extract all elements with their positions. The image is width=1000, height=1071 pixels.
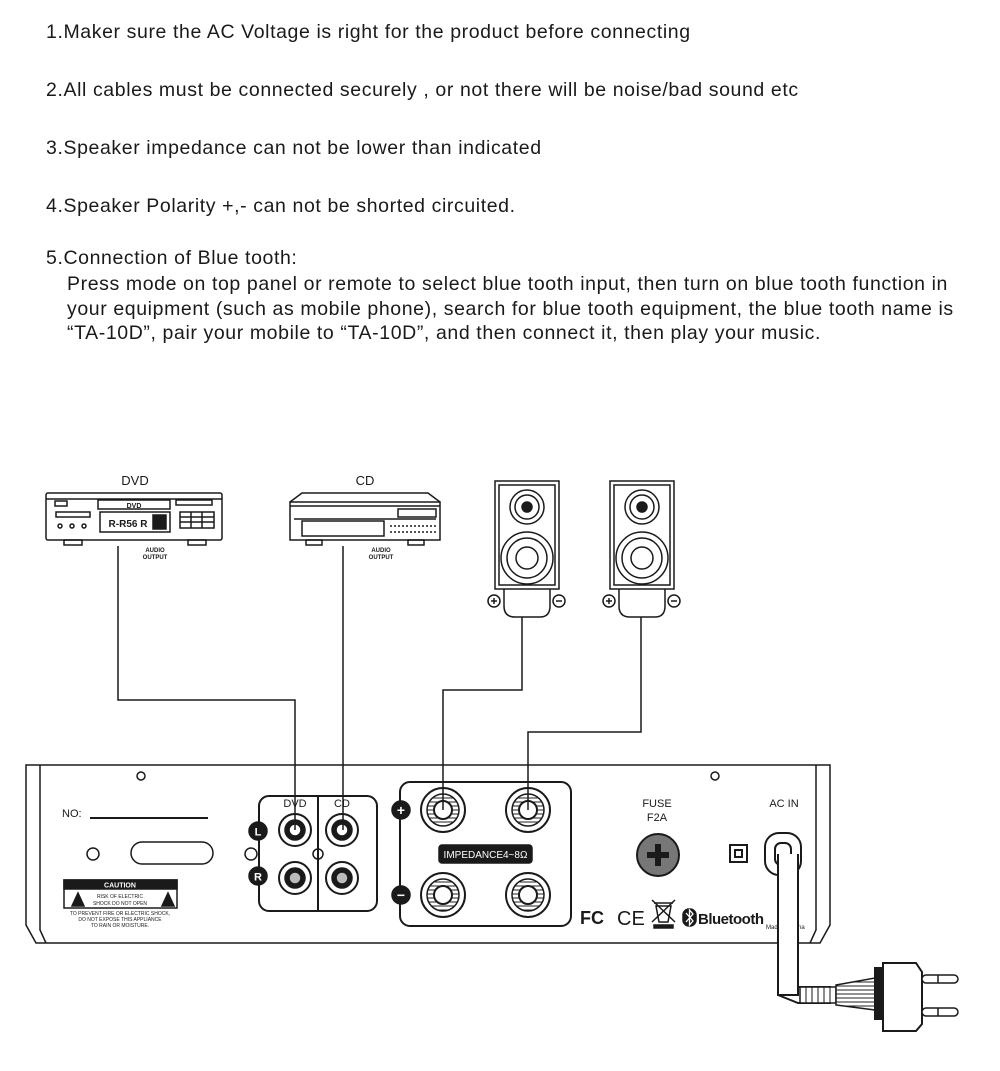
cables (117, 546, 642, 830)
weee-bin-icon (651, 899, 676, 929)
cd-player: CD AUDIO OUTPUT (289, 473, 441, 561)
left-channel-badge (248, 821, 268, 841)
caution-title: CAUTION (104, 883, 136, 890)
note-2: 2.All cables must be connected securely … (46, 79, 799, 101)
rca-jack-cd-left (325, 813, 359, 847)
input-cd-label: CD (334, 798, 350, 810)
ac-in-label: AC IN (769, 798, 798, 810)
dvd-model: R-R56 R (109, 519, 149, 530)
cd-audio-label: AUDIO (371, 548, 391, 554)
caution-text-1: TO PREVENT FIRE OR ELECTRIC SHOCK, (70, 911, 170, 917)
terminal-left-minus (420, 872, 466, 918)
note-1: 1.Maker sure the AC Voltage is right for… (46, 21, 691, 43)
caution-text-2: DO NOT EXPOSE THIS APPLIANCE (78, 917, 162, 923)
cable-speaker-right (527, 617, 642, 810)
dvd-title: DVD (121, 473, 148, 488)
right-channel-label: R (254, 872, 262, 884)
note-5-body: Press mode on top panel or remote to sel… (67, 273, 954, 344)
right-channel-badge (248, 866, 268, 886)
left-channel-label: L (255, 827, 262, 839)
note-3: 3.Speaker impedance can not be lower tha… (46, 137, 542, 159)
cable-dvd (117, 546, 296, 830)
power-cord (777, 854, 959, 1032)
double-insulation-icon (729, 844, 748, 863)
note-4: 4.Speaker Polarity +,- can not be shorte… (46, 195, 516, 217)
caution-line-1: RISK OF ELECTRIC (97, 894, 144, 900)
fuse-holder (636, 833, 680, 877)
terminal-plus-label: + (397, 802, 405, 818)
dvd-output-label: OUTPUT (143, 555, 168, 561)
fc-mark: FC (580, 908, 604, 928)
cable-speaker-left (442, 617, 523, 810)
dvd-audio-label: AUDIO (145, 548, 165, 554)
impedance-label: IMPEDANCE4~8Ω (444, 850, 528, 861)
terminal-minus-label: − (397, 887, 405, 903)
dvd-player: DVD DVD R-R56 R AUDIO OUTPUT (45, 473, 223, 561)
serial-label: NO: (62, 808, 82, 820)
cd-output-label: OUTPUT (369, 555, 394, 561)
note-5-heading: 5.Connection of Blue tooth: (46, 247, 298, 269)
ce-mark: CE (617, 908, 645, 930)
fuse-rating: F2A (647, 812, 668, 824)
dvd-badge: DVD (127, 503, 142, 510)
speaker-right (602, 480, 681, 618)
caution-text-3: TO RAIN OR MOISTURE. (91, 923, 149, 929)
bluetooth-label: Bluetooth (698, 911, 764, 928)
bluetooth-icon (682, 908, 697, 927)
caution-line-2: SHOCK DO NOT OPEN (93, 901, 147, 907)
rca-jack-cd-right (325, 861, 359, 895)
fuse-label: FUSE (642, 798, 671, 810)
terminal-right-minus (505, 872, 551, 918)
cd-title: CD (356, 473, 375, 488)
amplifier-rear-panel: NO: CAUTION RISK OF ELECTRIC SHOCK DO NO… (25, 764, 831, 944)
rca-jack-dvd-right (278, 861, 312, 895)
speaker-left (487, 480, 566, 618)
